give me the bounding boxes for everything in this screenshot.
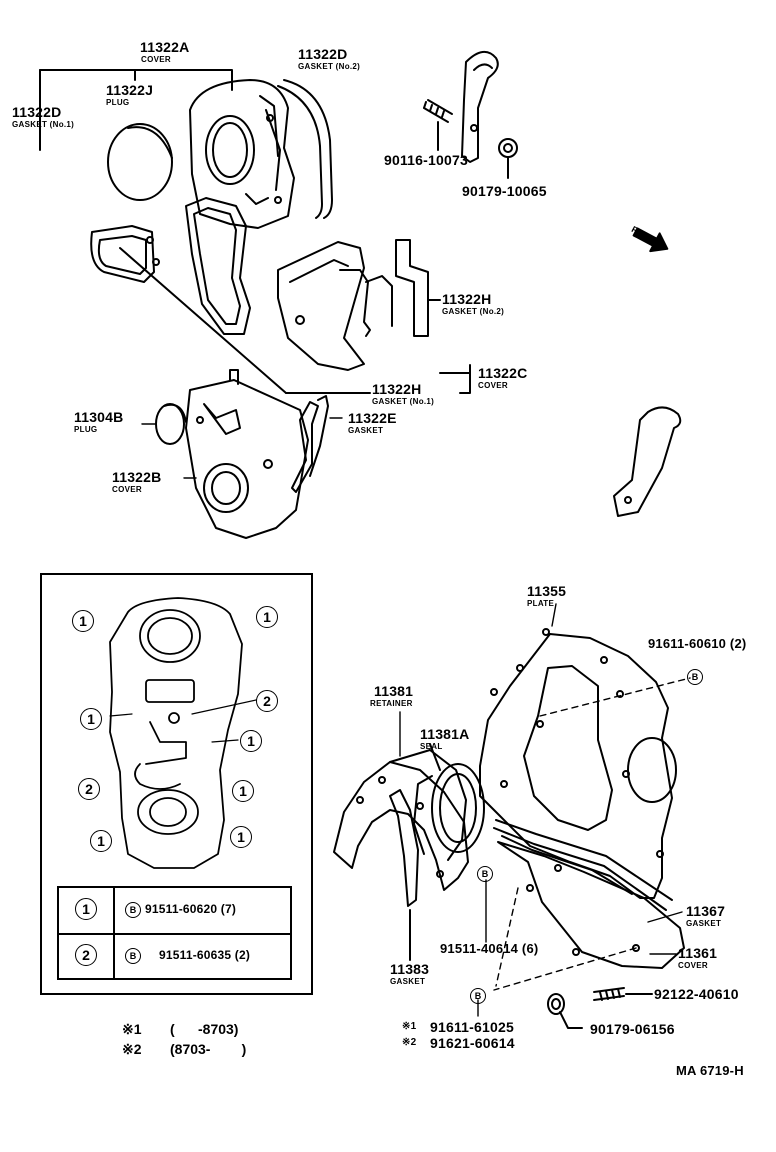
bolt-callout-1: 1 (80, 708, 102, 730)
label-11381-desc: RETAINER (370, 699, 413, 708)
legend-row-2: 2 B 91511-60635 (2) (59, 934, 290, 979)
bolt-b-mark: B (477, 866, 493, 882)
label-90116-10073: 90116-10073 (384, 152, 468, 168)
misc-leaders (141, 417, 683, 1017)
gasket-11322D-no1 (90, 197, 251, 335)
label-11367-number: 11367 (686, 903, 726, 919)
stud-90116 (423, 99, 453, 151)
label-11322D-no1-number: 11322D (12, 104, 62, 120)
bolt-callout-1: 1 (72, 610, 94, 632)
label-91621-60614: 91621-60614 (430, 1035, 515, 1051)
gasket-11322H-no2 (395, 239, 441, 337)
label-11304B-desc: PLUG (74, 425, 98, 434)
legend-key-1: 1 (75, 898, 97, 920)
label-11322E-number: 11322E (348, 410, 397, 426)
bolt-b-mark: B (125, 948, 141, 964)
dashed-leaders (493, 677, 691, 991)
gasket-11367 (493, 819, 673, 911)
label-11381-number: 11381 (374, 683, 414, 699)
plug-11322J (107, 123, 173, 201)
bolt-callout-1: 1 (256, 606, 278, 628)
plate-11355 (479, 628, 677, 899)
label-11361-number: 11361 (678, 945, 718, 961)
label-11383-number: 11383 (390, 961, 430, 977)
note-2-text: (8703- ) (170, 1041, 247, 1057)
label-91621-60614-mark: ※2 (402, 1037, 417, 1048)
label-11322H-no2-number: 11322H (442, 291, 492, 307)
label-11322D-no2-number: 11322D (298, 46, 348, 62)
bolt-callout-1: 1 (232, 780, 254, 802)
label-11322A-number: 11322A (140, 39, 190, 55)
label-91611-60610: 91611-60610 (2) (648, 636, 747, 651)
label-11383-desc: GASKET (390, 977, 426, 986)
gasket-11322E (291, 395, 329, 493)
label-90179-10065: 90179-10065 (462, 183, 547, 199)
bolt-b-mark: B (687, 669, 703, 685)
label-91511-40614: 91511-40614 (6) (440, 941, 539, 956)
label-11322B-number: 11322B (112, 469, 162, 485)
label-11355-desc: PLATE (527, 599, 555, 608)
bolt-legend-table: 1 B 91511-60620 (7) 2 B 91511-60635 (2) (57, 886, 292, 980)
label-11322B-desc: COVER (112, 485, 142, 494)
seal-11381A (413, 743, 485, 855)
middle-cover-11322C (277, 241, 393, 371)
note-1-text: ( -8703) (170, 1021, 239, 1037)
label-11304B-number: 11304B (74, 409, 124, 425)
note-1-mark: ※1 (122, 1021, 142, 1037)
plug-11304B (155, 403, 187, 445)
legend-key-2: 2 (75, 944, 97, 966)
nut-90179-06156 (547, 993, 583, 1029)
nut-90179-10065 (498, 138, 518, 179)
figure-id: MA 6719-H (676, 1063, 744, 1078)
front-arrow (632, 227, 669, 253)
label-11322C-desc: COVER (478, 381, 508, 390)
label-92122-40610: 92122-40610 (654, 986, 739, 1002)
legend-leaders (109, 699, 257, 743)
bolt-callout-2: 2 (256, 690, 278, 712)
cover-11361 (497, 841, 685, 969)
label-11367-desc: GASKET (686, 919, 722, 928)
label-11322J-desc: PLUG (106, 98, 130, 107)
label-11322H-no1-number: 11322H (372, 381, 422, 397)
label-11361-desc: COVER (678, 961, 708, 970)
legend-part-91511-60635: 91511-60635 (2) (159, 948, 251, 962)
gasket-11322D-no2 (277, 79, 333, 219)
legend-cover-outline (109, 597, 243, 869)
label-11322A-desc: COVER (141, 55, 171, 64)
lower-cover-11322B (185, 369, 309, 539)
legend-part-91511-60620: 91511-60620 (7) (145, 902, 237, 916)
bolt-callout-2: 2 (78, 778, 100, 800)
leader-11322C (119, 247, 471, 394)
label-91611-61025: 91611-61025 (430, 1019, 514, 1035)
label-91611-61025-mark: ※1 (402, 1021, 417, 1032)
bolt-legend-inset (40, 573, 313, 995)
bolt-callout-1: 1 (240, 730, 262, 752)
stud-92122 (593, 987, 653, 1001)
label-11355-number: 11355 (527, 583, 567, 599)
label-11381A-number: 11381A (420, 726, 470, 742)
label-11322H-no1-desc: GASKET (No.1) (372, 397, 435, 406)
note-2-mark: ※2 (122, 1041, 142, 1057)
bolt-callout-1: 1 (230, 826, 252, 848)
bolt-b-mark: B (125, 902, 141, 918)
label-11381A-desc: SEAL (420, 742, 443, 751)
bolt-b-mark: B (470, 988, 486, 1004)
label-11322C-number: 11322C (478, 365, 528, 381)
label-11322E-desc: GASKET (348, 426, 384, 435)
bracket-upper (461, 51, 499, 163)
legend-row-1: 1 B 91511-60620 (7) (59, 888, 290, 935)
label-11322J-number: 11322J (106, 82, 154, 98)
bracket-lower (613, 406, 682, 517)
label-11322D-no1-desc: GASKET (No.1) (12, 120, 75, 129)
upper-cover-11322A (189, 79, 295, 229)
label-11322H-no2-desc: GASKET (No.2) (442, 307, 505, 316)
bolt-callout-1: 1 (90, 830, 112, 852)
retainer-11381 (333, 749, 469, 891)
label-90179-06156: 90179-06156 (590, 1021, 675, 1037)
leader-11322A (39, 69, 233, 151)
label-11322D-no2-desc: GASKET (No.2) (298, 62, 361, 71)
gasket-11383 (389, 789, 419, 961)
